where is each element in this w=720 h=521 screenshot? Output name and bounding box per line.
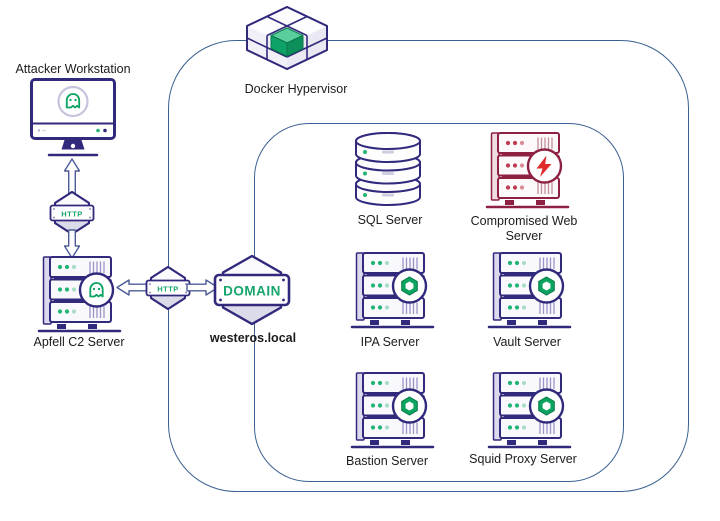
vault-server-icon <box>483 246 575 330</box>
docker-hypervisor-label: Docker Hypervisor <box>244 82 348 96</box>
lightning-bolt-icon <box>536 155 552 177</box>
compromised-web-server-icon <box>481 126 573 210</box>
domain-sign-text: DOMAIN <box>223 284 281 299</box>
ghost-icon <box>89 282 104 298</box>
apfell-c2-server-label: Apfell C2 Server <box>33 335 125 349</box>
ipa-server-label: IPA Server <box>360 335 420 349</box>
attacker-workstation-label: Attacker Workstation <box>15 62 131 76</box>
badge-circle <box>57 85 89 118</box>
squid-proxy-server-icon <box>483 366 575 450</box>
vault-server-label: Vault Server <box>493 335 561 349</box>
ghost-icon <box>65 93 81 109</box>
docker-core-cube <box>270 27 304 57</box>
outer-network-boundary <box>168 40 689 492</box>
sql-server-label: SQL Server <box>357 213 423 227</box>
db-disk <box>355 132 421 163</box>
docker-hypervisor-icon <box>243 4 331 72</box>
ipa-server-icon <box>346 246 438 330</box>
sql-server-icon <box>346 128 430 208</box>
hex-nut-icon <box>401 396 418 416</box>
arrow-down-icon <box>64 229 80 259</box>
attacker-workstation-icon <box>28 76 118 160</box>
arrow-up-icon <box>64 158 80 195</box>
squid-proxy-server-label: Squid Proxy Server <box>469 452 577 466</box>
domain-name-label: westeros.local <box>209 331 297 345</box>
bastion-server-icon <box>346 366 438 450</box>
bastion-server-label: Bastion Server <box>346 454 428 468</box>
domain-sign-icon: DOMAIN <box>212 254 292 326</box>
http-label: HTTP <box>157 285 179 294</box>
compromised-web-server-label: Compromised Web Server <box>470 214 578 243</box>
hex-nut-icon <box>401 276 418 296</box>
http-label: HTTP <box>61 210 83 219</box>
http-badge-horizontal: HTTP <box>144 266 192 310</box>
arrow-right-icon <box>186 279 219 296</box>
apfell-c2-server-icon <box>33 250 125 334</box>
hex-nut-icon <box>538 276 555 296</box>
hex-nut-icon <box>538 396 555 416</box>
